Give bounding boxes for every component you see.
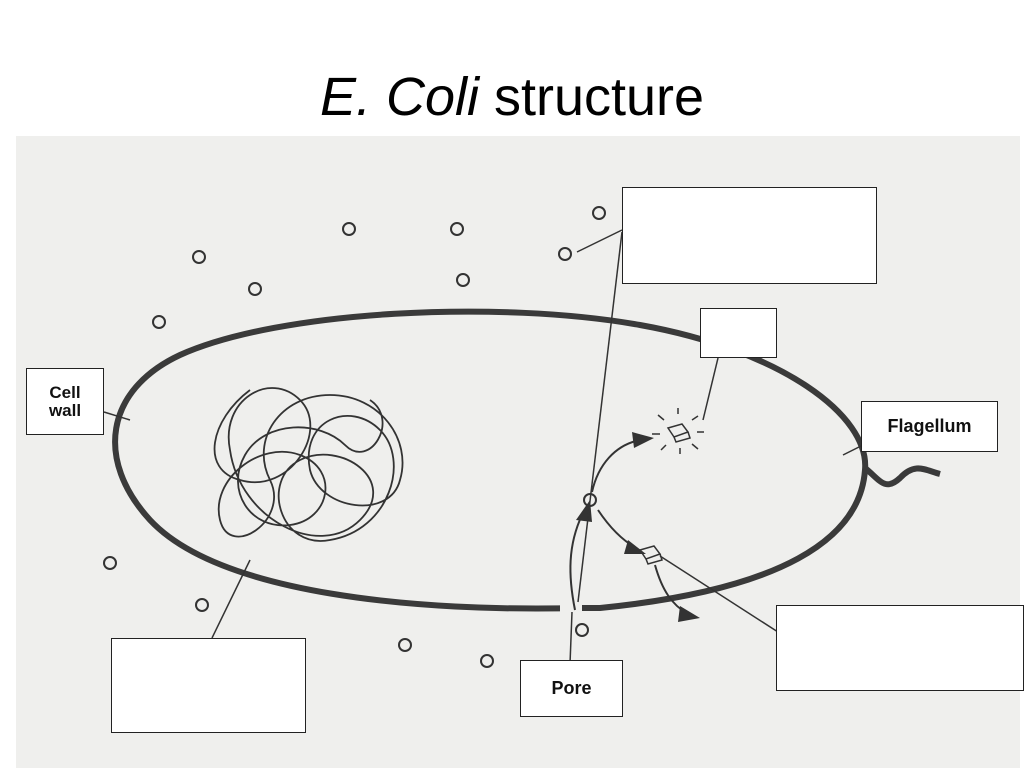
flagellum [863,465,941,488]
blank-label-box-bottom-right[interactable] [776,605,1024,691]
pore-uptake-arrow [569,514,583,611]
slide-title: E. Coli structure [0,62,1024,132]
title-rest: structure [478,67,705,127]
outside-molecules [103,206,606,668]
flagellum-label: Flagellum [861,401,998,452]
pore-gap [560,598,582,616]
blank-label-box-small[interactable] [700,308,777,358]
active-enzyme [652,408,704,454]
product-arrow [654,564,689,615]
blank-label-box-chromosome[interactable] [111,638,306,733]
chromosome-dna [213,387,404,542]
arrow-to-top-enzyme-head [632,432,654,448]
arrow-to-top-enzyme [591,439,641,493]
product-arrowhead [678,606,700,622]
pore-label: Pore [520,660,623,717]
blank-label-box-top[interactable] [622,187,877,284]
title-italic: E. Coli [319,67,479,127]
cell-wall-label: Cell wall [26,368,104,435]
cell-outline [112,308,869,612]
enzyme [638,545,663,565]
leader-lines [103,229,864,665]
